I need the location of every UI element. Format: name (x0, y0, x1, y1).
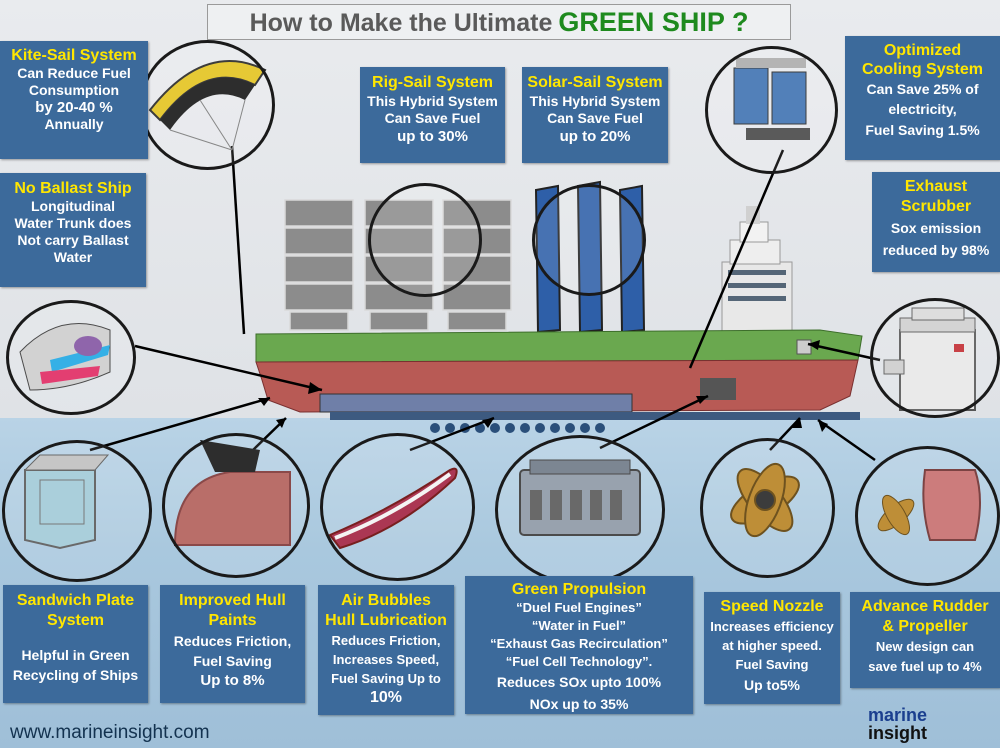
hull-paints-line: Fuel Saving (193, 653, 272, 669)
scrubber-circle (870, 298, 1000, 418)
hull-paints-box: Improved Hull Paints Reduces Friction, F… (160, 585, 305, 703)
nozzle-circle (700, 438, 835, 578)
propulsion-line: “Exhaust Gas Recirculation” (490, 636, 668, 651)
rudder-line: save fuel up to 4% (868, 659, 982, 674)
nozzle-box: Speed Nozzle Increases efficiency at hig… (704, 592, 840, 704)
no-ballast-line: Longitudinal (31, 198, 115, 214)
kite-sail-heading: Kite-Sail System (11, 47, 137, 64)
propulsion-line: NOx up to 35% (529, 696, 629, 712)
website-url[interactable]: www.marineinsight.com (10, 722, 210, 743)
propulsion-line: “Duel Fuel Engines” (516, 600, 642, 615)
cooling-line: electricity, (888, 101, 957, 117)
rig-sail-heading: Rig-Sail System (372, 74, 493, 91)
nozzle-line: at higher speed. (722, 638, 822, 653)
solar-sail-line: This Hybrid System (529, 93, 661, 109)
hull-paints-heading-2: Paints (208, 612, 257, 629)
scrubber-line: reduced by 98% (882, 242, 990, 258)
hull-paints-line: Reduces Friction, (173, 633, 292, 649)
scrubber-heading-1: Exhaust (904, 178, 968, 195)
solar-sail-line: up to 20% (559, 128, 631, 145)
propulsion-line: “Fuel Cell Technology”. (505, 654, 653, 669)
nozzle-line: Fuel Saving (735, 657, 809, 672)
solar-sail-box: Solar-Sail System This Hybrid System Can… (522, 67, 668, 163)
logo-bottom: insight (868, 723, 927, 743)
air-bubbles-line: Fuel Saving Up to (331, 671, 441, 686)
kite-sail-box: Kite-Sail System Can Reduce Fuel Consump… (0, 41, 148, 159)
propulsion-box: Green Propulsion “Duel Fuel Engines” “Wa… (465, 576, 693, 714)
title-highlight: GREEN SHIP ? (558, 7, 749, 37)
brand-logo: marine insight (868, 706, 927, 742)
air-bubbles-line: Increases Speed, (332, 652, 440, 667)
kite-sail-circle (140, 40, 275, 170)
air-bubbles-heading-2: Hull Lubrication (325, 612, 447, 629)
sandwich-box: Sandwich Plate System Helpful in Green R… (3, 585, 148, 703)
rudder-heading-1: Advance Rudder (861, 598, 989, 615)
rig-sail-circle (368, 183, 482, 297)
kite-sail-line: Annually (44, 116, 104, 132)
propulsion-line: Reduces SOx upto 100% (496, 674, 662, 690)
logo-top: marine (868, 705, 928, 725)
air-bubbles-heading-1: Air Bubbles (341, 592, 431, 609)
rudder-line: New design can (875, 639, 975, 654)
cooling-heading-2: Cooling System (862, 61, 983, 78)
rudder-circle (855, 446, 1000, 586)
air-bubbles-line: Reduces Friction, (331, 633, 441, 648)
title-main: How to Make the Ultimate (249, 9, 553, 37)
no-ballast-line: Not carry Ballast (17, 232, 129, 248)
kite-sail-line: Can Reduce Fuel (17, 65, 131, 81)
no-ballast-line: Water (53, 249, 93, 265)
scrubber-line: Sox emission (890, 220, 982, 236)
nozzle-line: Up to5% (744, 677, 800, 693)
rig-sail-line: This Hybrid System (367, 93, 498, 109)
rig-sail-box: Rig-Sail System This Hybrid System Can S… (360, 67, 505, 163)
air-bubbles-line: 10% (369, 689, 403, 706)
sandwich-line: Helpful in Green (21, 647, 130, 663)
cooling-heading-1: Optimized (883, 42, 962, 59)
sandwich-heading-1: Sandwich Plate (16, 592, 135, 609)
propulsion-line: “Water in Fuel” (531, 618, 627, 633)
solar-sail-heading: Solar-Sail System (527, 74, 663, 91)
scrubber-box: Exhaust Scrubber Sox emission reduced by… (872, 172, 1000, 272)
cooling-line: Can Save 25% of (866, 81, 979, 97)
solar-sail-circle (532, 184, 646, 296)
propulsion-heading: Green Propulsion (511, 581, 647, 598)
nozzle-line: Increases efficiency (710, 619, 834, 634)
rudder-heading-2: & Propeller (882, 618, 968, 635)
kite-sail-line: by 20-40 % (35, 99, 113, 116)
kite-sail-line: Consumption (28, 82, 120, 98)
rig-sail-line: up to 30% (397, 128, 468, 145)
solar-sail-line: Can Save Fuel (547, 110, 643, 126)
hull-paints-line: Up to 8% (200, 672, 265, 689)
cooling-box: Optimized Cooling System Can Save 25% of… (845, 36, 1000, 160)
no-ballast-line: Water Trunk does (14, 215, 132, 231)
rudder-box: Advance Rudder & Propeller New design ca… (850, 592, 1000, 688)
cooling-circle (705, 46, 838, 174)
no-ballast-heading: No Ballast Ship (14, 180, 132, 197)
air-bubble-circle (320, 433, 475, 581)
nozzle-heading: Speed Nozzle (720, 598, 824, 615)
pointer-arrowheads (258, 340, 828, 432)
ship-hull (255, 329, 863, 433)
ballast-circle (6, 300, 136, 415)
sandwich-circle (2, 440, 152, 582)
no-ballast-box: No Ballast Ship Longitudinal Water Trunk… (0, 173, 146, 287)
air-bubbles-box: Air Bubbles Hull Lubrication Reduces Fri… (318, 585, 454, 715)
hull-paint-circle (162, 433, 310, 578)
hull-paints-heading-1: Improved Hull (179, 592, 286, 609)
propulsion-circle (495, 435, 665, 585)
scrubber-heading-2: Scrubber (900, 198, 972, 215)
rig-sail-line: Can Save Fuel (384, 110, 481, 126)
sandwich-line: Recycling of Ships (12, 667, 139, 683)
cooling-line: Fuel Saving 1.5% (865, 122, 980, 138)
sandwich-heading-2: System (47, 612, 104, 629)
